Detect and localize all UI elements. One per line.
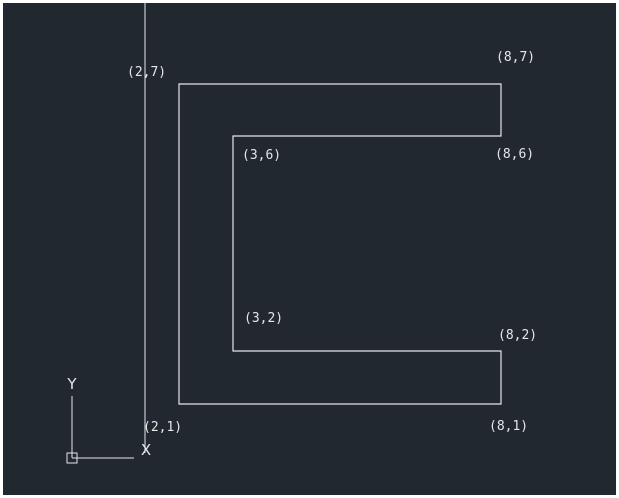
vertex-label-2-1: (2,1): [143, 420, 182, 435]
vertex-label-2-7: (2,7): [127, 65, 166, 80]
c-shape-polyline[interactable]: [178, 83, 502, 405]
ucs-axis-icon: Y X: [66, 375, 151, 464]
ucs-origin-square-icon: [66, 452, 78, 464]
vertex-label-3-2: (3,2): [244, 311, 283, 326]
vertex-label-3-6: (3,6): [242, 148, 281, 163]
vertex-label-8-6: (8,6): [495, 147, 534, 162]
ucs-x-label: X: [141, 441, 151, 459]
vertex-label-8-2: (8,2): [498, 328, 537, 343]
drawing-canvas[interactable]: (2,7) (8,7) (8,6) (3,6) (3,2) (8,2) (8,1…: [3, 3, 616, 495]
drawing-viewport[interactable]: (2,7) (8,7) (8,6) (3,6) (3,2) (8,2) (8,1…: [3, 3, 616, 495]
vertex-label-8-1: (8,1): [489, 419, 528, 434]
ucs-y-label: Y: [66, 375, 77, 393]
vertex-label-8-7: (8,7): [496, 50, 535, 65]
